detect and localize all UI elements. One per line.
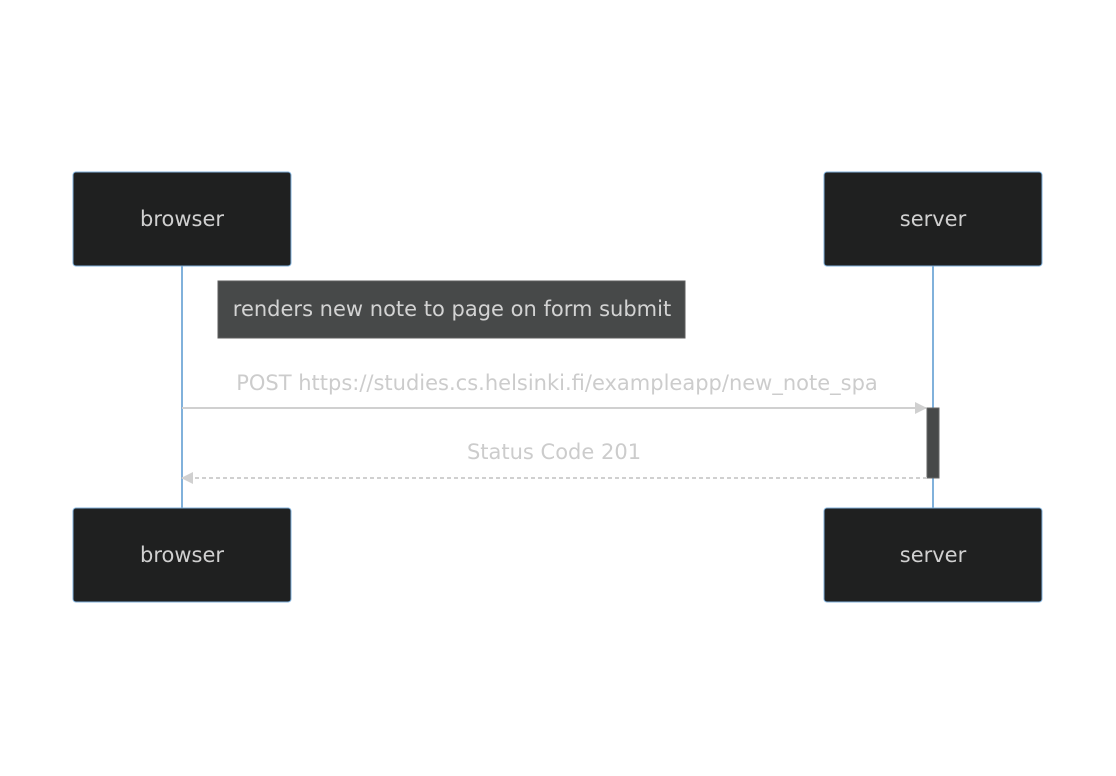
actor-top-server[interactable]: server xyxy=(823,171,1043,267)
server-activation-bar xyxy=(926,407,940,479)
actor-box xyxy=(72,507,292,603)
message-label: Status Code 201 xyxy=(467,440,641,464)
actor-box xyxy=(72,171,292,267)
note-box xyxy=(217,280,686,339)
actor-label: server xyxy=(900,207,967,231)
actor-box xyxy=(823,171,1043,267)
note: renders new note to page on form submit xyxy=(217,280,686,339)
actor-box xyxy=(823,507,1043,603)
actor-bottom-browser[interactable]: browser xyxy=(72,507,292,603)
actor-label: browser xyxy=(140,207,224,231)
note-text: renders new note to page on form submit xyxy=(233,297,671,321)
actor-label: browser xyxy=(140,543,224,567)
actor-top-browser[interactable]: browser xyxy=(72,171,292,267)
message-response: Status Code 201 xyxy=(181,440,927,484)
actor-bottom-server[interactable]: server xyxy=(823,507,1043,603)
message-label: POST https://studies.cs.helsinki.fi/exam… xyxy=(236,371,878,396)
actor-label: server xyxy=(900,543,967,567)
message-request: POST https://studies.cs.helsinki.fi/exam… xyxy=(182,371,927,414)
